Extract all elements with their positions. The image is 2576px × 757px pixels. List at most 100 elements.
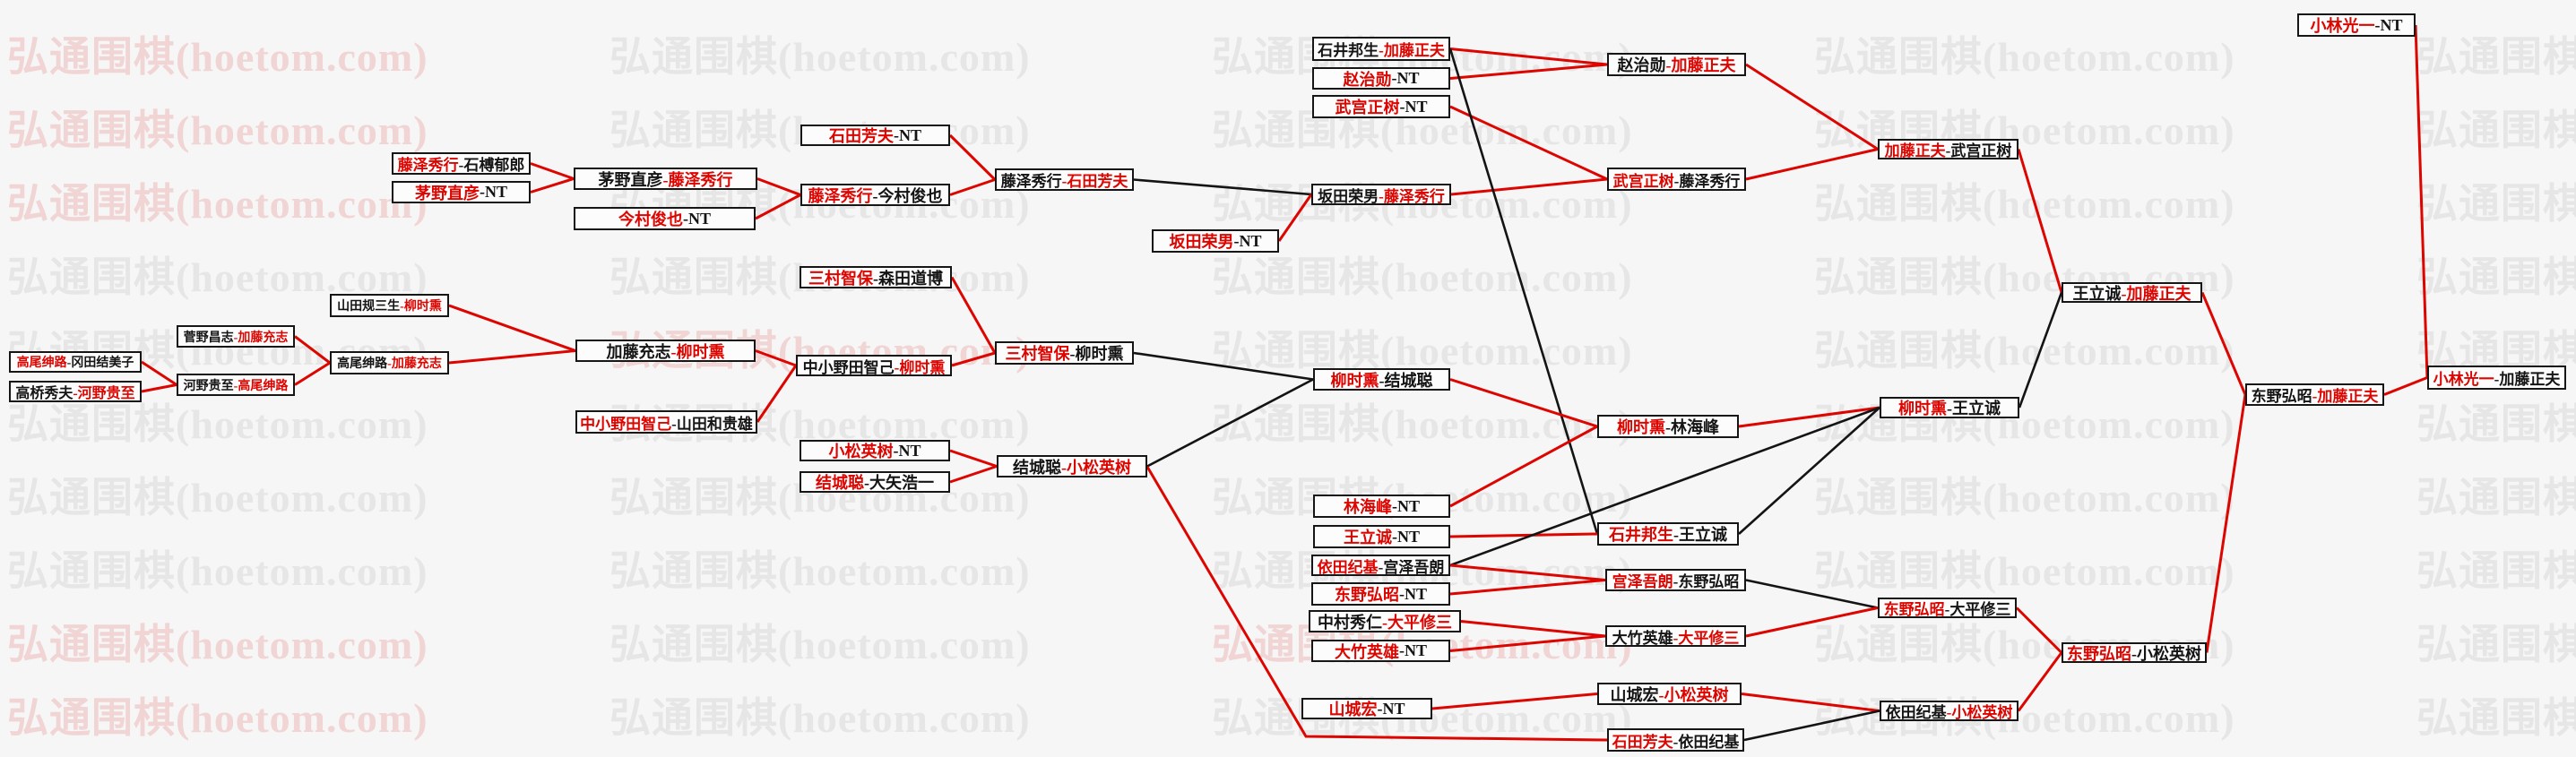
connector-P1-S1 <box>1449 378 1598 428</box>
connector-B1-C2 <box>294 335 331 365</box>
player-name: 小林光一 <box>2433 371 2494 388</box>
connector-E1-F2 <box>756 177 801 196</box>
match-box-X1: 东野弘昭-小松英树 <box>2062 642 2207 663</box>
connector-X1-Y1 <box>2205 394 2247 653</box>
player-name: 柳时熏 <box>1617 418 1665 436</box>
connector-P3-S2 <box>1449 532 1598 538</box>
match-box-A2: 高桥秀夫-河野贵至 <box>9 381 142 402</box>
player-name: 高尾绅路 <box>16 357 67 370</box>
player-name: 中小野田智己 <box>802 358 895 376</box>
connector-S2-U2 <box>1738 407 1880 535</box>
match-box-W2: 依田纪基-小松英树 <box>1880 701 2018 721</box>
player-name: -河野贵至 <box>73 386 135 401</box>
connector-O2-U1 <box>1745 148 1879 181</box>
player-name: -大平修三 <box>1944 601 2011 618</box>
player-name: -NT <box>1377 699 1405 718</box>
player-name: 高尾绅路 <box>337 357 388 371</box>
match-box-V1: 王立诚-加藤正夫 <box>2062 282 2202 303</box>
match-box-I1: 加藤充志-柳时熏 <box>575 340 756 362</box>
connector-U1-V1 <box>2017 149 2063 293</box>
match-box-Z1: 小林光一-NT <box>2297 13 2416 37</box>
player-name: 石井邦生 <box>1609 526 1673 544</box>
player-name: -高尾绅路 <box>233 379 289 393</box>
player-name: 中村秀仁 <box>1318 613 1382 632</box>
player-name: 结城聪 <box>816 474 864 492</box>
player-name: 山城宏 <box>1328 701 1378 718</box>
match-box-M3: 武宫正树-NT <box>1312 95 1450 118</box>
player-name: 东野弘昭 <box>1883 601 1945 618</box>
player-name: 大竹英雄 <box>1612 629 1673 647</box>
player-name: 王立诚 <box>1344 529 1392 546</box>
match-box-D1: 藤泽秀行-石榑郁郎 <box>392 152 531 175</box>
player-name: -王立诚 <box>1673 526 1727 544</box>
player-name: -武宫正树 <box>1945 142 2012 159</box>
match-box-Y1: 东野弘昭-加藤正夫 <box>2245 383 2384 406</box>
match-box-H2: 中小野田智己-柳时熏 <box>796 355 952 376</box>
player-name: 东野弘昭 <box>1335 586 1399 604</box>
connector-B2-C2 <box>294 361 331 386</box>
player-name: -森田道博 <box>873 269 943 288</box>
match-box-Z2: 小林光一-加藤正夫 <box>2427 366 2566 390</box>
player-name: 结城聪 <box>1013 458 1061 477</box>
player-name: 武宫正树 <box>1612 172 1674 190</box>
player-name: 赵治勋 <box>1617 56 1666 74</box>
player-name: 东野弘昭 <box>2251 388 2312 405</box>
match-box-Q4: 大竹英雄-NT <box>1311 640 1450 662</box>
match-box-O1: 赵治勋-加藤正夫 <box>1607 53 1746 76</box>
connector-L1-T4 <box>1145 466 1608 742</box>
player-name: -宫泽吾朗 <box>1378 558 1445 576</box>
player-name: 柳时熏 <box>1898 400 1947 417</box>
connector-R1-T3 <box>1431 692 1598 710</box>
match-box-L1: 结城聪-小松英树 <box>997 455 1147 477</box>
match-box-W1: 东野弘昭-大平修三 <box>1878 598 2017 618</box>
connector-L1-P1 <box>1146 378 1314 468</box>
player-name: 东野弘昭 <box>2067 644 2131 663</box>
connector-Q2-T1 <box>1449 579 1606 596</box>
match-box-C1: 山田规三生-柳时熏 <box>330 294 449 317</box>
player-name: 王立诚 <box>2072 284 2122 303</box>
player-name: -结城聪 <box>1379 371 1433 390</box>
match-box-R1: 山城宏-NT <box>1301 698 1432 719</box>
player-name: 依田纪基 <box>1317 558 1379 576</box>
connector-E2-F2 <box>755 194 801 220</box>
match-box-S1: 柳时熏-林海峰 <box>1597 415 1739 438</box>
match-box-T4: 石田芳夫-依田纪基 <box>1607 728 1744 752</box>
player-name: -依田纪基 <box>1673 733 1740 751</box>
connector-F2-G1 <box>949 178 996 196</box>
player-name: 柳时熏 <box>1330 371 1379 390</box>
player-name: 大竹英雄 <box>1335 642 1399 661</box>
connector-I1-H2 <box>755 349 797 367</box>
player-name: 武宫正树 <box>1335 99 1400 116</box>
connector-D2-E1 <box>530 177 575 194</box>
connector-O1-U1 <box>1745 63 1879 151</box>
match-box-U2: 柳时熏-王立诚 <box>1880 397 2019 418</box>
player-name: -山田和贵雄 <box>671 415 753 433</box>
player-name: -藤泽秀行 <box>662 170 733 189</box>
player-name: 山城宏 <box>1610 685 1659 704</box>
player-name: -加藤正夫 <box>2121 284 2191 303</box>
player-name: 林海峰 <box>1344 498 1392 516</box>
match-box-F1: 石田芳夫-NT <box>800 125 950 146</box>
player-name: 今村俊也 <box>618 211 683 228</box>
connector-Z1-Z2 <box>2414 24 2429 378</box>
player-name: 藤泽秀行 <box>808 186 873 205</box>
connector-T2-W1 <box>1745 606 1879 638</box>
player-name: -加藤正夫 <box>2494 371 2561 388</box>
player-name: -王立诚 <box>1947 400 2001 417</box>
connector-M1-O1 <box>1449 47 1608 66</box>
connector-N2-N1 <box>1277 194 1313 242</box>
player-name: 藤泽秀行 <box>1000 173 1062 190</box>
connector-G1-N1 <box>1133 178 1312 196</box>
player-name: -大矢浩一 <box>864 474 934 492</box>
match-box-I2: 中小野田智己-山田和贵雄 <box>575 410 757 434</box>
match-box-J1: 三村智保-柳时熏 <box>995 341 1134 365</box>
connector-A1-B2 <box>141 360 177 386</box>
player-name: -NT <box>683 209 711 228</box>
player-name: -NT <box>1399 641 1427 659</box>
player-name: 茅野直彦 <box>415 184 480 202</box>
player-name: 高桥秀夫 <box>15 386 73 401</box>
connector-A2-B2 <box>141 383 177 393</box>
connector-M2-O1 <box>1449 63 1608 80</box>
